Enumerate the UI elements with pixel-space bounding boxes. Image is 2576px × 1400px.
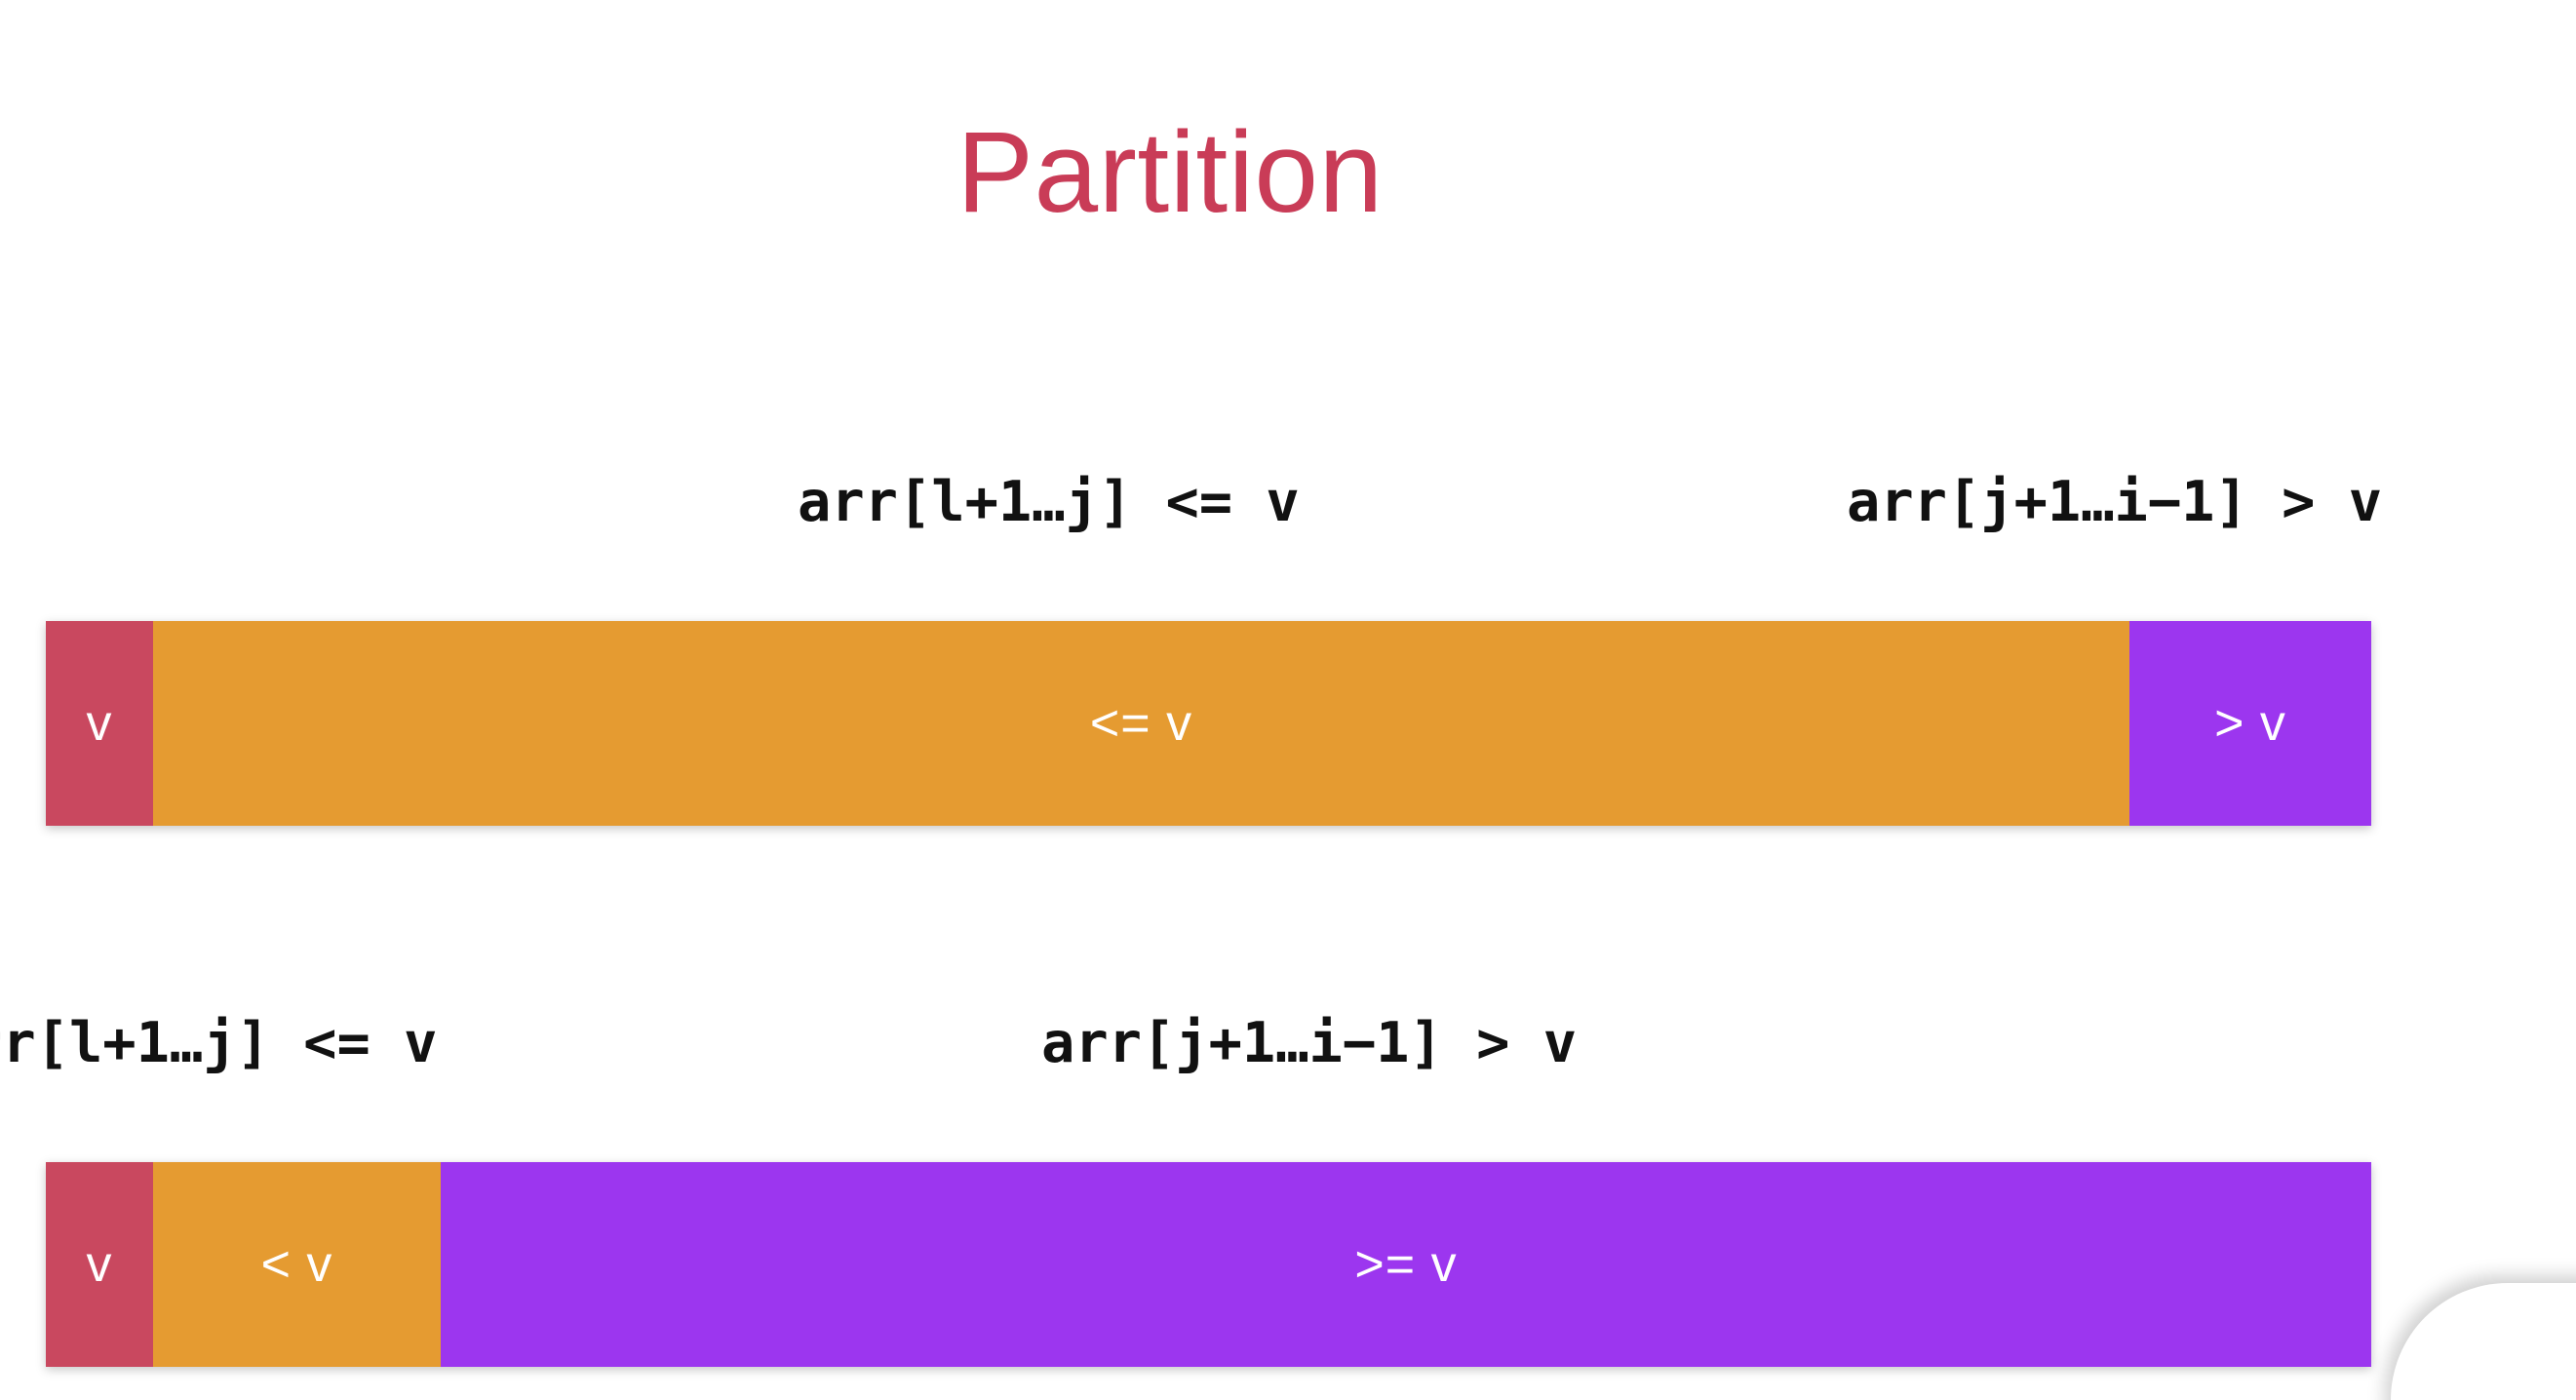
segment-greater-equal-row2: >= v: [441, 1162, 2371, 1367]
annotation-row1-right: arr[j+1…i−1] > v: [1847, 470, 2383, 534]
segment-pivot-row1: v: [46, 621, 153, 826]
page-title: Partition: [956, 108, 1384, 237]
partition-bar-row1: v <= v > v: [46, 621, 2371, 826]
annotation-row1-left: arr[l+1…j] <= v: [798, 470, 1300, 534]
corner-page-curl-decoration: [2391, 1283, 2576, 1400]
segment-pivot-row2: v: [46, 1162, 153, 1367]
segment-less-row2: < v: [153, 1162, 441, 1367]
annotation-row2-right: arr[j+1…i−1] > v: [1041, 1011, 1578, 1075]
annotation-row2-left: rr[l+1…j] <= v: [0, 1011, 438, 1075]
segment-less-equal-row1: <= v: [153, 621, 2129, 826]
partition-bar-row2: v < v >= v: [46, 1162, 2371, 1367]
segment-greater-row1: > v: [2129, 621, 2371, 826]
